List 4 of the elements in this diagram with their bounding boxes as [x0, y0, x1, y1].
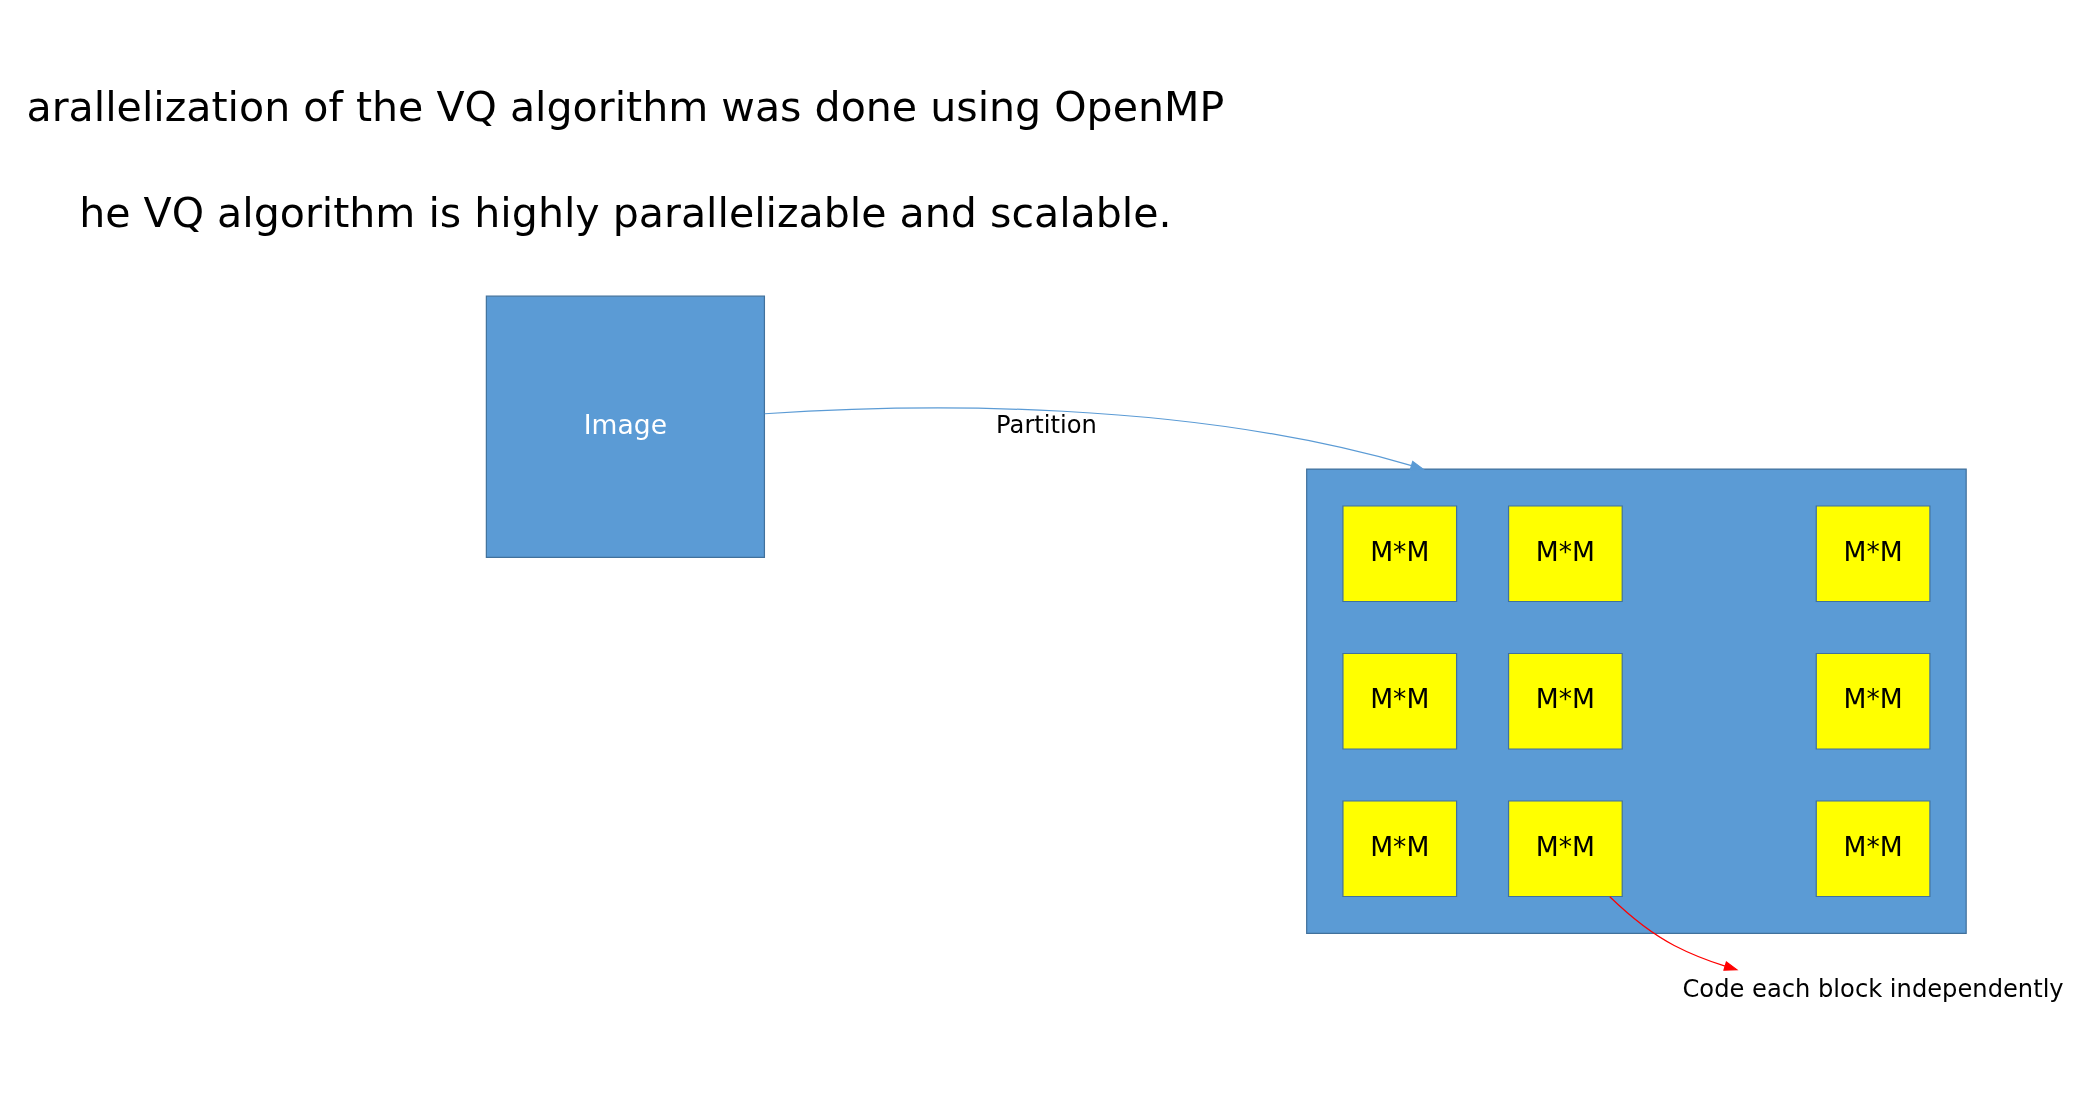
label: arallelization of the VQ algorithm was done using OpenMP: [26, 82, 1225, 131]
node-text: Code each block independently: [1682, 975, 2064, 1004]
edge-label: Partition: [996, 410, 1097, 439]
label: he VQ algorithm is highly parallelizable and scalable.: [79, 188, 1172, 237]
